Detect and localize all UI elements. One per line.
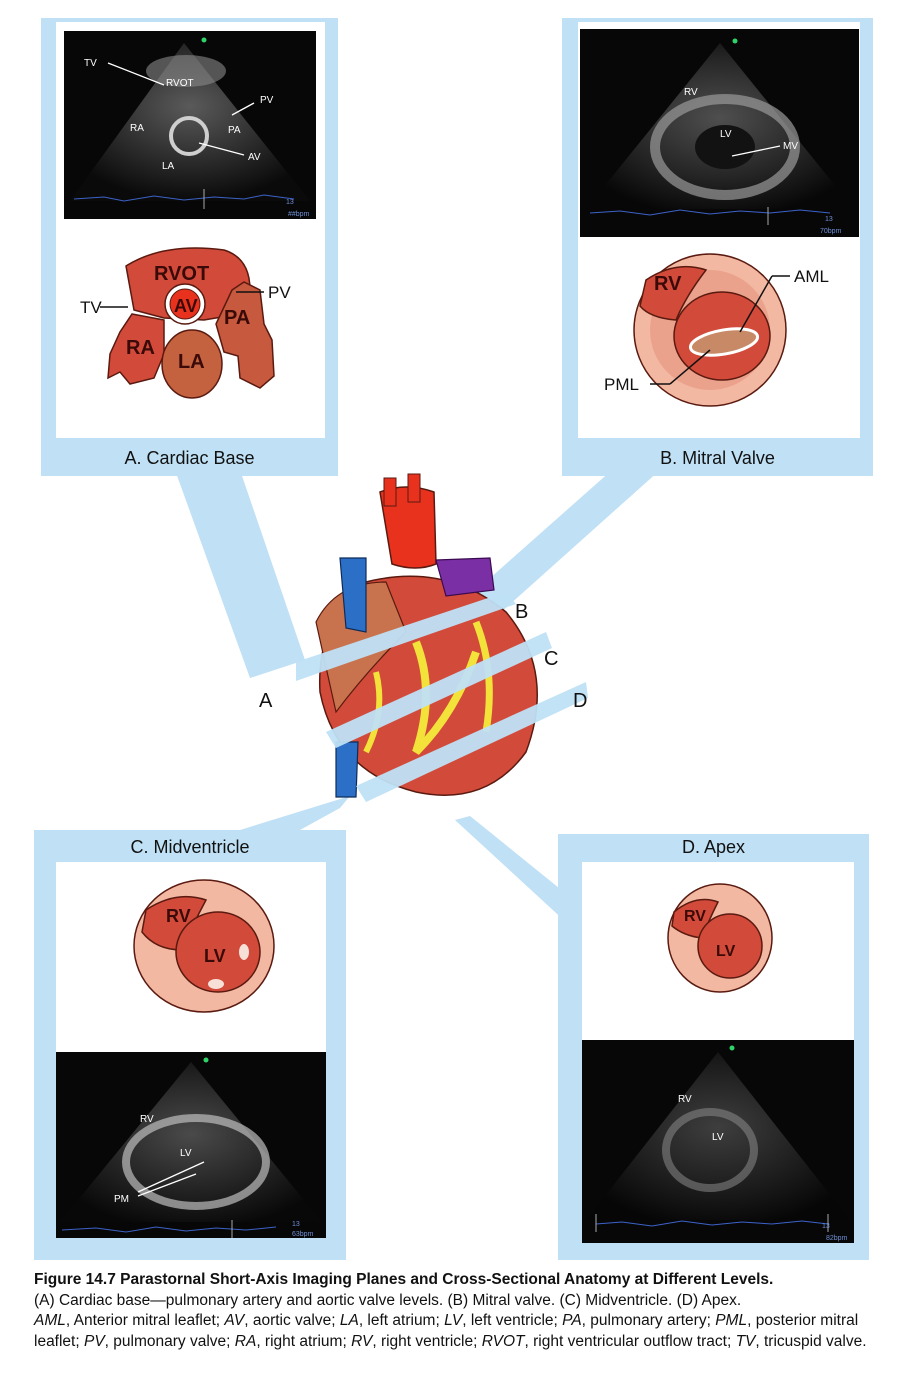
echo-d-label-lv: LV [712, 1132, 724, 1143]
caption-abbr-definition: , pulmonary valve; [104, 1332, 235, 1350]
panel-c-title: C. Midventricle [130, 837, 250, 857]
level-label-b: B [515, 601, 529, 623]
level-label-c: C [544, 648, 559, 670]
echo-b-label-rv: RV [684, 87, 698, 98]
caption-abbr-definition: , right ventricular outflow tract; [524, 1332, 736, 1350]
diagram-a-label-ra: RA [126, 337, 155, 359]
caption-abbr-definition: , right atrium; [256, 1332, 352, 1350]
caption-abbr-definition: , Anterior mitral leaflet; [65, 1312, 225, 1329]
diagram-a-label-av: AV [174, 296, 198, 316]
echo-a-label-la: LA [162, 161, 175, 172]
caption-abbr-definition: , aortic valve; [244, 1312, 340, 1329]
diagram-d-label-rv: RV [684, 908, 706, 925]
echo-b-depth: 13 [825, 216, 833, 223]
diagram-mitral-valve: RV AML PML [580, 240, 859, 440]
diagram-c-label-rv: RV [166, 906, 191, 926]
echo-image-cardiac-base: TV RVOT PV RA PA AV LA 13 ##bpm [64, 31, 316, 219]
panel-b-title: B. Mitral Valve [660, 448, 775, 468]
echo-d-depth: 13 [822, 1223, 830, 1230]
echo-c-label-pm: PM [114, 1194, 129, 1205]
echo-a-depth: 13 [286, 199, 294, 206]
caption-abbr-definition: , left atrium; [358, 1312, 445, 1329]
caption-abbr: LA [339, 1312, 359, 1329]
echo-d-heart-rate: 82bpm [826, 1235, 848, 1242]
echo-c-heart-rate: 63bpm [292, 1231, 314, 1238]
caption-abbr-definition: , pulmonary artery; [581, 1312, 716, 1329]
diagram-a-label-rvot: RVOT [154, 263, 209, 285]
caption-abbr: RVOT [481, 1332, 525, 1350]
panel-d-title: D. Apex [681, 837, 746, 857]
diagram-b-label-pml: PML [604, 375, 639, 394]
echo-a-label-tv: TV [84, 58, 97, 69]
wedge-d [455, 816, 580, 935]
echo-c-depth: 13 [292, 1221, 300, 1228]
diagram-apex: RV LV [650, 876, 790, 1006]
level-label-d: D [573, 690, 588, 712]
figure-caption: Figure 14.7 Parastornal Short-Axis Imagi… [34, 1270, 874, 1352]
caption-abbr: LV [444, 1312, 463, 1329]
echo-c-label-lv: LV [180, 1148, 192, 1159]
heart-illustration [266, 472, 606, 807]
diagram-a-label-tv: TV [80, 298, 102, 317]
echo-d-label-rv: RV [678, 1094, 692, 1105]
diagram-b-label-rv: RV [654, 273, 682, 295]
echo-b-heart-rate: 70bpm [820, 228, 842, 235]
diagram-a-label-la: LA [178, 351, 205, 373]
echo-a-label-pv: PV [260, 95, 274, 106]
diagram-d-label-lv: LV [716, 943, 736, 960]
panel-a-title: A. Cardiac Base [124, 448, 255, 468]
caption-abbr: PV [83, 1332, 105, 1350]
diagram-a-label-pa: PA [224, 307, 250, 329]
caption-abbr-definition: , posterior mitral leaflet; [34, 1312, 859, 1350]
caption-abbr: PA [562, 1312, 582, 1329]
diagram-a-label-pv: PV [268, 283, 291, 302]
diagram-b-label-aml: AML [794, 267, 829, 286]
echo-a-label-rvot: RVOT [166, 78, 194, 89]
diagram-c-label-lv: LV [204, 946, 226, 966]
caption-figure-title: Figure 14.7 Parastornal Short-Axis Imagi… [34, 1271, 774, 1288]
echo-b-label-mv: MV [783, 141, 798, 152]
caption-abbr: RV [351, 1332, 373, 1350]
caption-abbr-definition: , tricuspid valve. [755, 1332, 867, 1350]
echo-a-label-pa: PA [228, 125, 241, 136]
caption-abbr-definition: , right ventricle; [372, 1332, 482, 1350]
caption-abbr: AV [224, 1312, 245, 1329]
echo-a-heart-rate: ##bpm [288, 211, 310, 218]
echo-a-label-ra: RA [130, 123, 144, 134]
caption-abbr: AML [34, 1312, 66, 1329]
echo-c-label-rv: RV [140, 1114, 154, 1125]
diagram-midventricle: RV LV [120, 870, 290, 1030]
caption-abbr-definition: , left ventricle; [462, 1312, 563, 1329]
caption-abbreviations: AML, Anterior mitral leaflet; AV, aortic… [34, 1311, 874, 1352]
echo-image-midventricle: RV LV PM 13 63bpm [56, 1052, 326, 1238]
caption-levels-text: (A) Cardiac base—pulmonary artery and ao… [34, 1291, 742, 1309]
wedge-a [175, 470, 305, 678]
echo-a-label-av: AV [248, 152, 261, 163]
echo-image-apex: RV LV 13 82bpm [582, 1040, 854, 1243]
caption-abbr: PML [715, 1312, 748, 1329]
level-label-a: A [259, 690, 273, 712]
echo-image-mitral-valve: RV LV MV 13 70bpm [580, 29, 859, 237]
diagram-cardiac-base: RVOT TV AV PV PA RA LA [64, 228, 316, 428]
wedge-c [240, 796, 350, 830]
echo-b-label-lv: LV [720, 129, 732, 140]
caption-abbr: TV [735, 1332, 756, 1350]
caption-abbr: RA [234, 1332, 257, 1350]
